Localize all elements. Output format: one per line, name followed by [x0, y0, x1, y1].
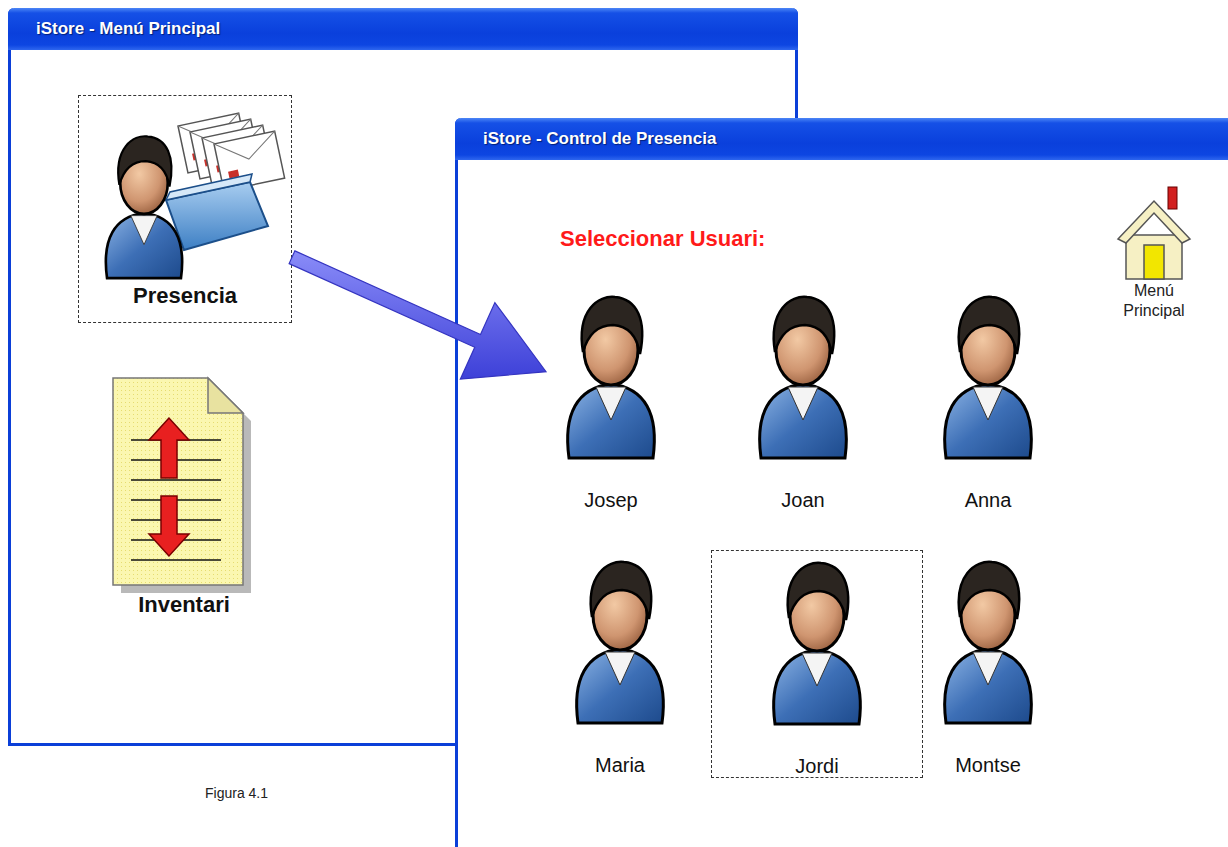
figure-caption: Figura 4.1: [205, 785, 268, 801]
button-label: Presencia: [133, 284, 237, 308]
menu-option: Inventari: [99, 378, 269, 668]
user-name: Montse: [955, 753, 1021, 777]
user-button: Josep: [546, 290, 676, 512]
user-icon: [938, 290, 1038, 460]
user-icon: [767, 556, 867, 726]
home-button: Menú Principal: [1104, 183, 1204, 321]
user-icon: [753, 290, 853, 460]
window-title: iStore - Control de Presencia: [483, 118, 1228, 160]
button-label: Inventari: [138, 593, 230, 617]
app-window: iStore - Control de PresenciaSeleccionar…: [455, 118, 1228, 847]
title-bar: iStore - Control de Presencia: [455, 118, 1228, 160]
user-name: Maria: [595, 753, 645, 777]
presencia-icon: [100, 104, 270, 284]
user-name: Joan: [781, 488, 824, 512]
user-icon: [938, 555, 1038, 725]
user-name: Josep: [584, 488, 637, 512]
section-heading: Seleccionar Usuari:: [560, 226, 1228, 252]
user-button: Jordi: [711, 550, 923, 778]
user-icon: [561, 290, 661, 460]
inventari-icon: [109, 378, 259, 593]
user-icon: [570, 555, 670, 725]
user-name: Jordi: [795, 754, 838, 778]
user-button: Joan: [738, 290, 868, 512]
user-button: Montse: [923, 555, 1053, 777]
user-button: Maria: [555, 555, 685, 777]
menu-option: Presencia: [78, 95, 292, 323]
home-icon: [1118, 183, 1190, 281]
title-bar: iStore - Menú Principal: [8, 8, 798, 50]
window-title: iStore - Menú Principal: [36, 8, 798, 50]
user-button: Anna: [923, 290, 1053, 512]
button-label: Menú Principal: [1112, 281, 1196, 321]
user-name: Anna: [965, 488, 1012, 512]
